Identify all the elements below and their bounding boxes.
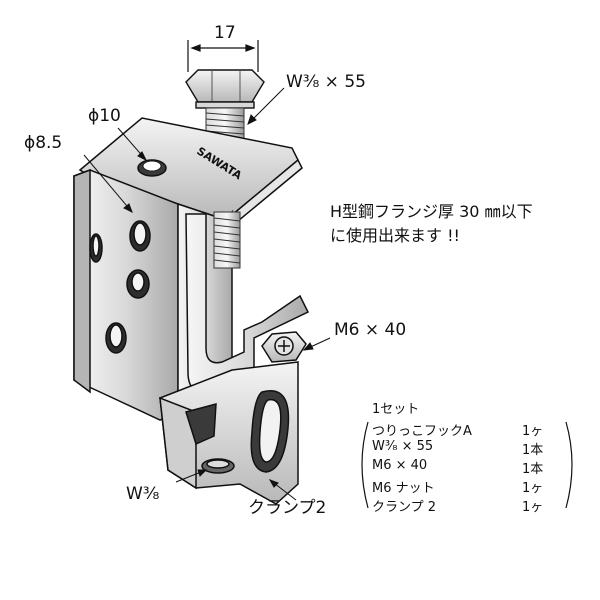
parts-item-qty: 1本: [522, 462, 544, 477]
parts-item-qty: 1本: [522, 443, 544, 458]
dimension-line: [187, 40, 259, 72]
parts-item-qty: 1ヶ: [522, 500, 544, 515]
clamp-body: [159, 361, 299, 505]
bottom-bolt-label: W³⁄₈: [126, 484, 160, 504]
hole-diameter-side-label: ϕ8.5: [24, 133, 63, 153]
dimension-width-label: 17: [214, 23, 236, 43]
hole-diameter-upper-label: ϕ10: [88, 106, 121, 126]
frame-side-plate: [73, 168, 179, 421]
parts-item-name: クランプ 2: [372, 500, 437, 515]
parts-item-name: つりっこフックA: [372, 424, 472, 439]
m6-screw: [261, 331, 307, 363]
screw-size-label: M6 × 40: [334, 320, 407, 340]
bolt-head: [185, 69, 265, 109]
parts-brackets: [361, 421, 573, 509]
flange-note-line1: H型鋼フランジ厚 30 ㎜以下: [330, 202, 533, 221]
parts-item-qty: 1ヶ: [522, 481, 544, 496]
parts-item-name: M6 ナット: [372, 481, 435, 496]
leader-lines: [83, 87, 331, 501]
parts-item-name: M6 × 40: [372, 458, 428, 473]
bolt-size-label: W³⁄₈ × 55: [286, 72, 366, 92]
flange-note-line2: に使用出来ます !!: [330, 226, 460, 245]
parts-item-qty: 1ヶ: [522, 424, 544, 439]
clamp-label: クランプ2: [248, 498, 327, 518]
parts-list-title: 1セット: [372, 402, 420, 417]
parts-item-name: W³⁄₈ × 55: [372, 439, 434, 454]
bolt-thread-lower: [213, 211, 241, 269]
